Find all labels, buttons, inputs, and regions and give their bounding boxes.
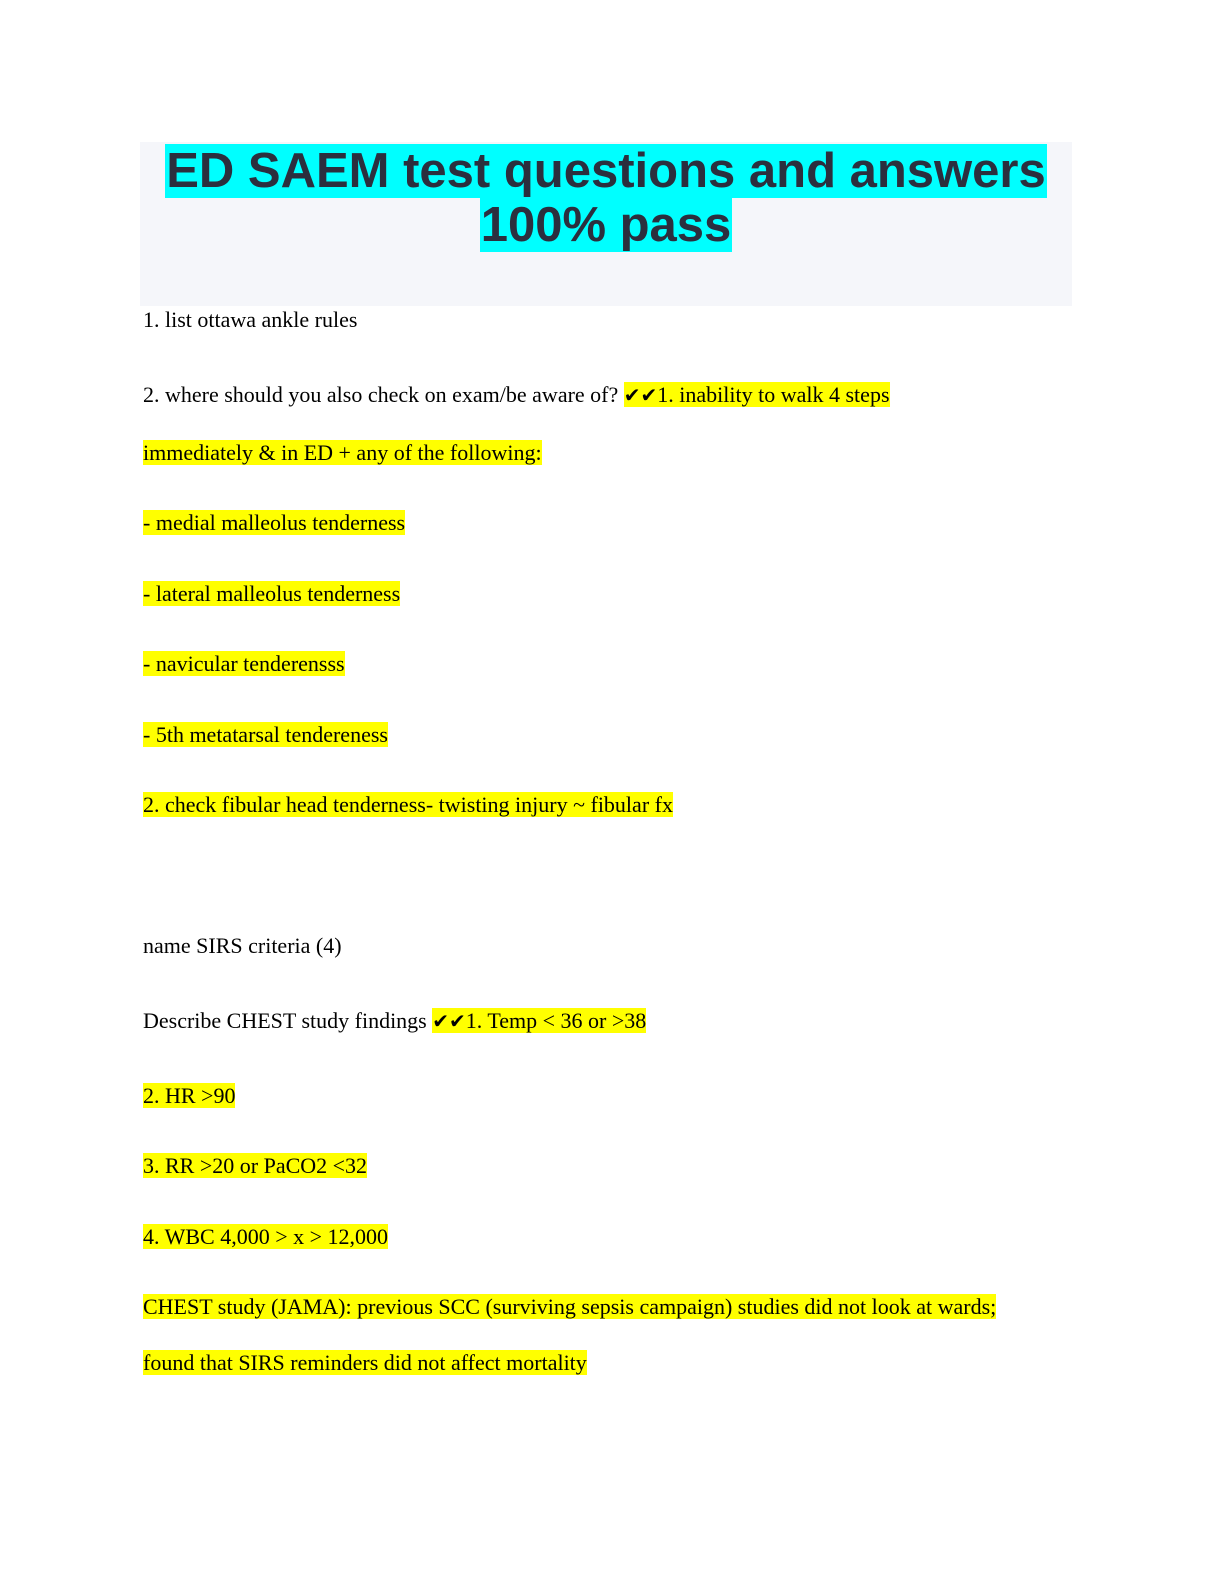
double-check-icon: ✔✔ (623, 383, 658, 407)
question-text: 1. list ottawa ankle rules (143, 307, 358, 332)
answer-text: - medial malleolus tenderness (143, 510, 406, 535)
document-title-line-1: ED SAEM test questions and answers (140, 144, 1072, 198)
answer-text: 4. WBC 4,000 > x > 12,000 (143, 1224, 389, 1249)
question-text: Describe CHEST study findings (143, 1008, 427, 1033)
answer-line: CHEST study (JAMA): previous SCC (surviv… (143, 1294, 997, 1320)
answer-line: 2. HR >90 (143, 1083, 236, 1109)
answer-line: immediately & in ED + any of the followi… (143, 440, 542, 466)
question-text: name SIRS criteria (4) (143, 933, 342, 958)
answer-text: CHEST study (JAMA): previous SCC (surviv… (143, 1294, 997, 1319)
answer-line: 2. check fibular head tenderness- twisti… (143, 792, 673, 818)
answer-text: 2. check fibular head tenderness- twisti… (143, 792, 673, 817)
answer-line: 4. WBC 4,000 > x > 12,000 (143, 1224, 389, 1250)
answer-text: - 5th metatarsal tendereness (143, 722, 388, 747)
answer-line: - medial malleolus tenderness (143, 510, 406, 536)
answer-text: immediately & in ED + any of the followi… (143, 440, 542, 465)
question-with-answer: 2. where should you also check on exam/b… (143, 382, 890, 408)
answer-highlight: ✔✔1. inability to walk 4 steps (623, 382, 890, 407)
document-title-block: ED SAEM test questions and answers 100% … (140, 142, 1072, 306)
answer-text: - lateral malleolus tenderness (143, 581, 401, 606)
answer-line: 3. RR >20 or PaCO2 <32 (143, 1153, 368, 1179)
question-with-answer: Describe CHEST study findings ✔✔1. Temp … (143, 1008, 647, 1034)
double-check-icon: ✔✔ (432, 1009, 466, 1033)
answer-text: 2. HR >90 (143, 1083, 236, 1108)
answer-line: - lateral malleolus tenderness (143, 581, 401, 607)
document-title-line-2: 100% pass (140, 198, 1072, 252)
answer-text: 1. Temp < 36 or >38 (465, 1008, 647, 1033)
answer-text: found that SIRS reminders did not affect… (143, 1350, 587, 1375)
question-text: 2. where should you also check on exam/b… (143, 382, 619, 407)
title-text-1: ED SAEM test questions and answers (165, 144, 1047, 198)
answer-text: 3. RR >20 or PaCO2 <32 (143, 1153, 368, 1178)
answer-text: 1. inability to walk 4 steps (657, 382, 890, 407)
answer-highlight: ✔✔1. Temp < 36 or >38 (432, 1008, 647, 1033)
answer-line: - navicular tenderensss (143, 651, 345, 677)
answer-line: - 5th metatarsal tendereness (143, 722, 388, 748)
title-text-2: 100% pass (479, 198, 733, 252)
answer-text: - navicular tenderensss (143, 651, 345, 676)
answer-line: found that SIRS reminders did not affect… (143, 1350, 587, 1376)
